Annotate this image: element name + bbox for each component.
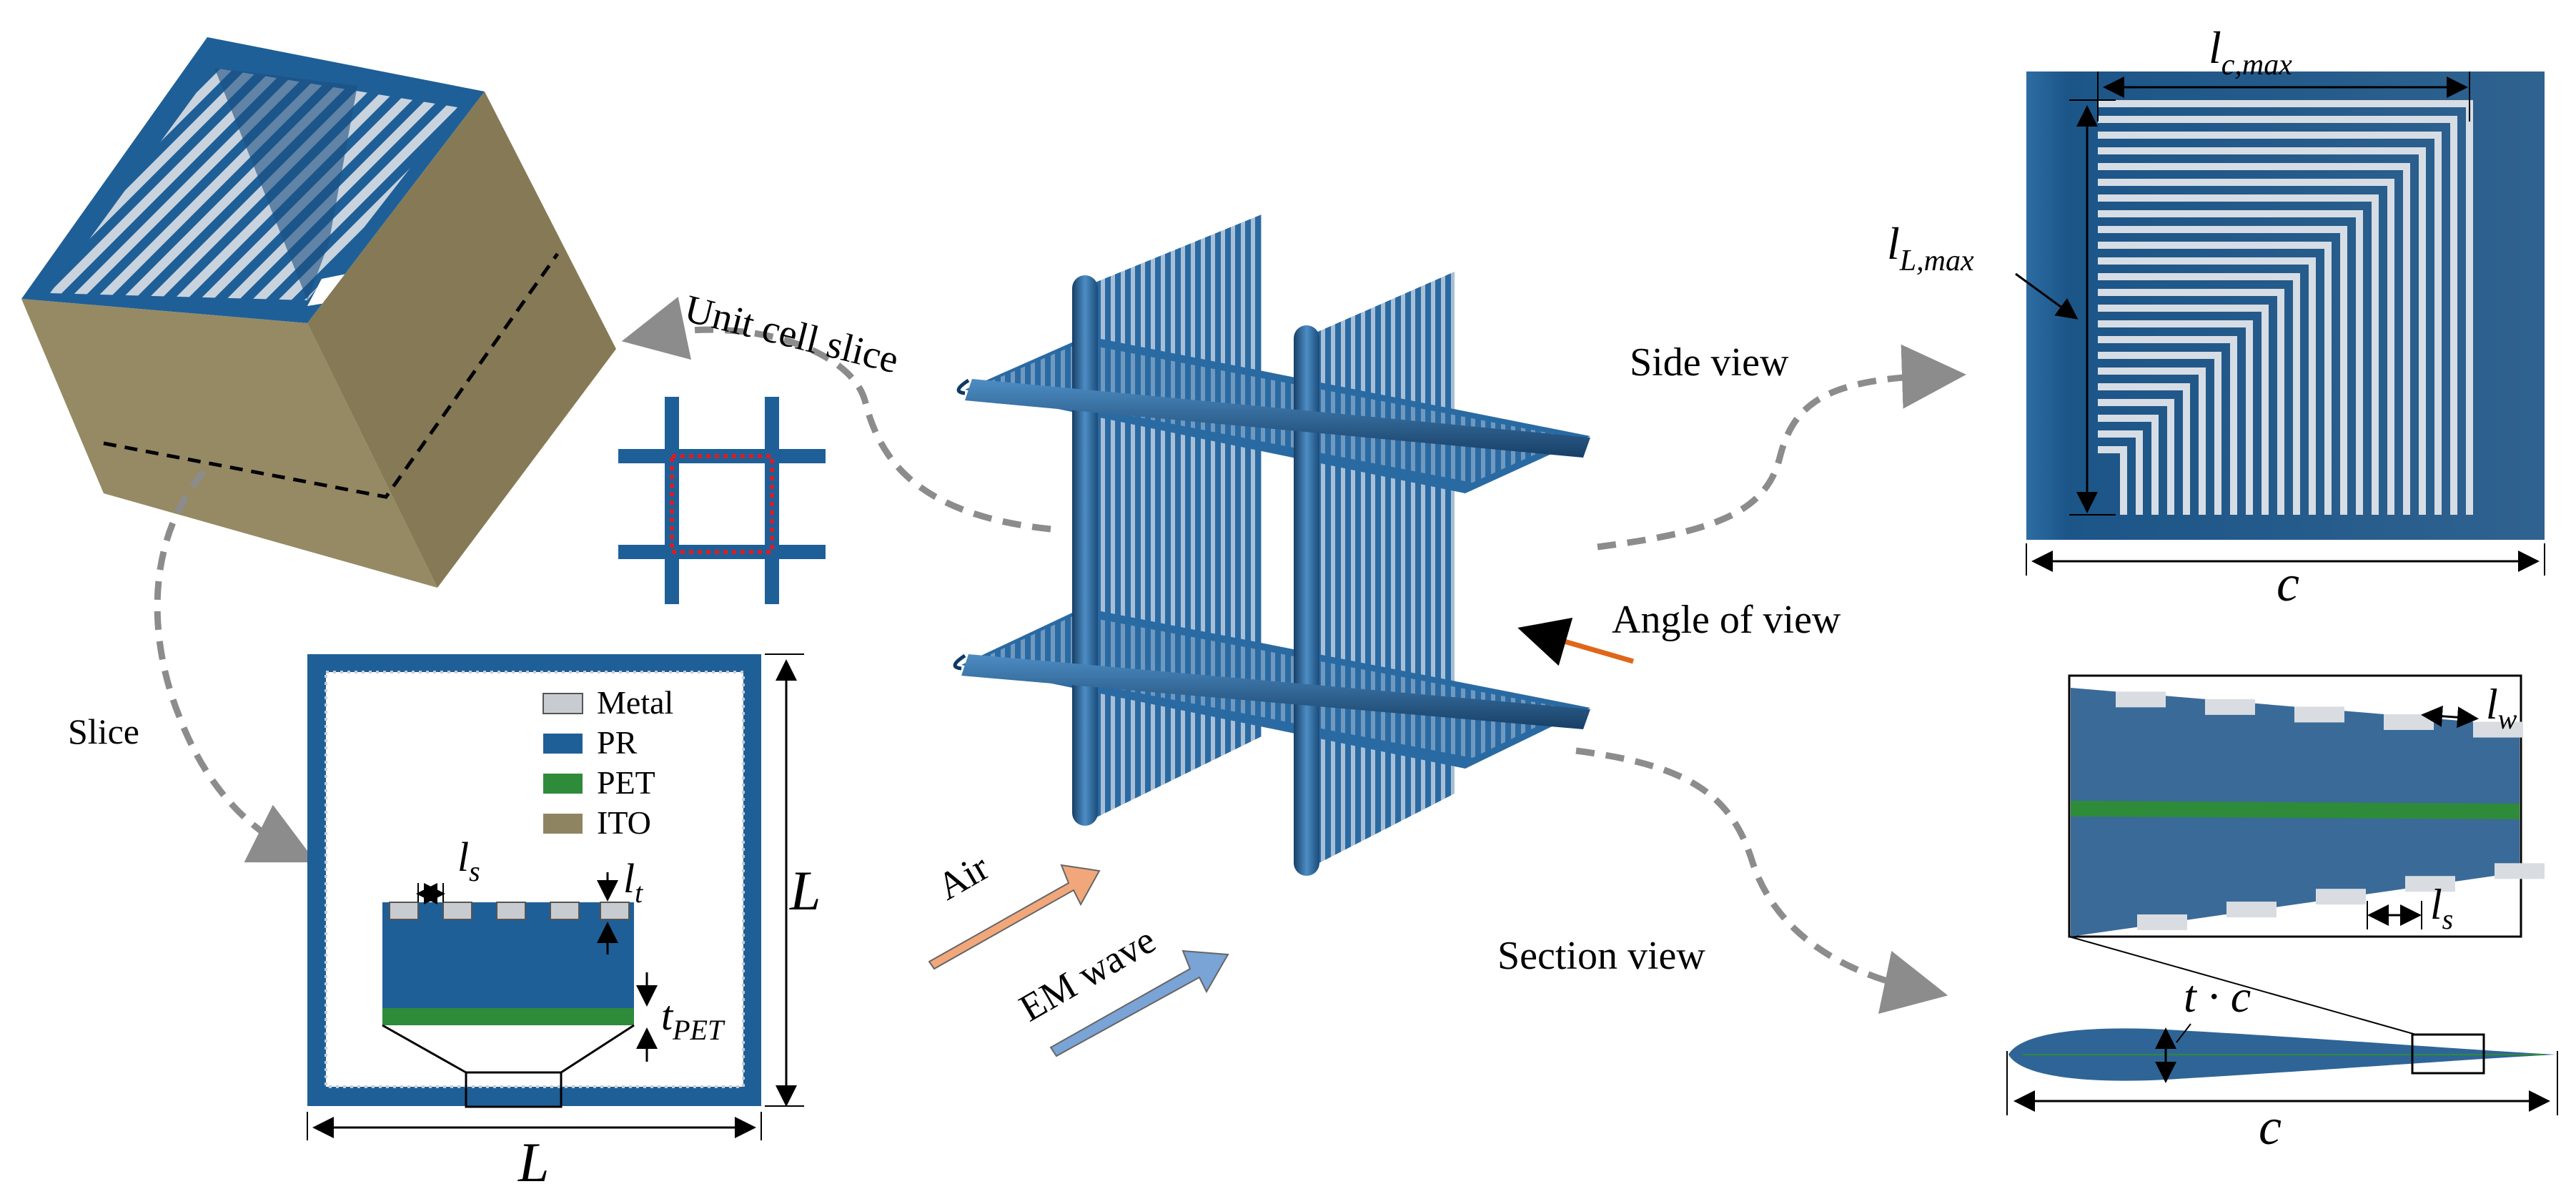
metal-l-stripe — [2098, 399, 2174, 515]
metal-l-stripe — [2098, 383, 2190, 515]
metal-strip — [2495, 863, 2545, 879]
legend-label-metal: Metal — [597, 684, 673, 721]
legend-label-pet: PET — [597, 764, 655, 801]
air-label: Air — [930, 845, 996, 908]
dim-label-L-vertical: L — [789, 859, 821, 922]
side-view-dimensions — [2015, 71, 2545, 576]
unit-cell-grid-icon — [618, 397, 826, 604]
em-wave-label: EM wave — [1012, 918, 1163, 1030]
dim-label-c-section: c — [2259, 1098, 2282, 1155]
metal-l-stripe — [2098, 273, 2300, 515]
material-legend: Metal PR PET ITO — [543, 684, 673, 841]
dim-label-ls-zoom: ls — [2430, 881, 2453, 935]
metal-strip — [2226, 902, 2277, 918]
metal-strip — [2205, 699, 2255, 715]
side-view-panel — [2026, 71, 2545, 540]
legend-label-pr: PR — [597, 724, 638, 761]
slice-flow-arrow — [154, 470, 317, 863]
legend-swatch-pr — [543, 734, 583, 754]
section-zoom-panel — [2068, 674, 2545, 938]
dim-label-lw: lw — [2486, 681, 2517, 735]
metal-l-stripe — [2098, 352, 2221, 515]
metal-l-stripe — [2098, 242, 2332, 515]
metal-l-stripe — [2098, 415, 2159, 515]
dim-label-lt: lt — [623, 855, 643, 909]
metal-strip — [2137, 914, 2187, 930]
metal-l-stripe — [2098, 132, 2442, 515]
metal-l-stripe — [2098, 116, 2457, 515]
slice-dimension-lines — [307, 653, 804, 1140]
dim-label-lL-max: lL,max — [1887, 218, 1974, 277]
side-view-l-stripes — [2098, 100, 2473, 515]
em-wave-arrow — [1049, 949, 1229, 1057]
zoom-bot-metal-strips — [2137, 863, 2545, 930]
metal-l-stripe — [2098, 305, 2269, 515]
dim-label-ls: ls — [457, 834, 480, 887]
metal-l-stripe — [2098, 257, 2316, 515]
angle-of-view-arrow — [1517, 617, 1634, 666]
section-view-flow-arrow — [1575, 747, 1948, 1015]
legend-swatch-ito — [543, 814, 583, 834]
dim-label-c-side: c — [2277, 555, 2299, 612]
metal-l-stripe — [2098, 147, 2426, 515]
metal-l-stripe — [2098, 194, 2379, 515]
metal-strip — [2294, 706, 2344, 723]
unit-cell-flow-arrow — [621, 297, 1051, 533]
metal-l-stripe — [2098, 336, 2237, 515]
metal-l-stripe — [2098, 367, 2206, 515]
layer-stack-detail — [382, 872, 658, 1108]
metal-strip — [2405, 876, 2455, 892]
unit-cell-cube — [21, 37, 616, 588]
side-view-flow-arrow — [1597, 344, 1966, 551]
angle-of-view-label: Angle of view — [1612, 598, 1841, 642]
section-view-label: Section view — [1497, 934, 1705, 978]
air-flow-arrow — [928, 864, 1101, 970]
metal-strip — [2116, 691, 2166, 708]
metal-l-stripe — [2098, 430, 2143, 515]
metal-l-stripe — [2098, 289, 2284, 515]
airfoil-lattice — [953, 214, 1590, 876]
metal-strip — [2316, 889, 2366, 905]
legend-swatch-metal — [543, 693, 583, 714]
legend-swatch-pet — [543, 774, 583, 794]
metal-strip — [2473, 721, 2523, 738]
dim-label-L-horizontal: L — [517, 1131, 549, 1193]
metal-l-stripe — [2098, 446, 2127, 515]
slice-label: Slice — [68, 711, 139, 751]
metal-l-stripe — [2098, 163, 2410, 515]
metal-strip — [2384, 714, 2434, 730]
metal-l-stripe — [2098, 210, 2363, 515]
metal-l-stripe — [2098, 179, 2394, 515]
dim-label-lc-max: lc,max — [2209, 22, 2292, 82]
airfoil-section — [2006, 1023, 2558, 1115]
metal-l-stripe — [2098, 320, 2253, 515]
dim-label-t-times-c: t · c — [2184, 971, 2251, 1022]
metal-l-stripe — [2098, 226, 2347, 515]
unit-cell-slice-label: Unit cell slice — [680, 286, 903, 381]
side-view-label: Side view — [1630, 340, 1789, 385]
legend-label-ito: ITO — [597, 804, 651, 841]
